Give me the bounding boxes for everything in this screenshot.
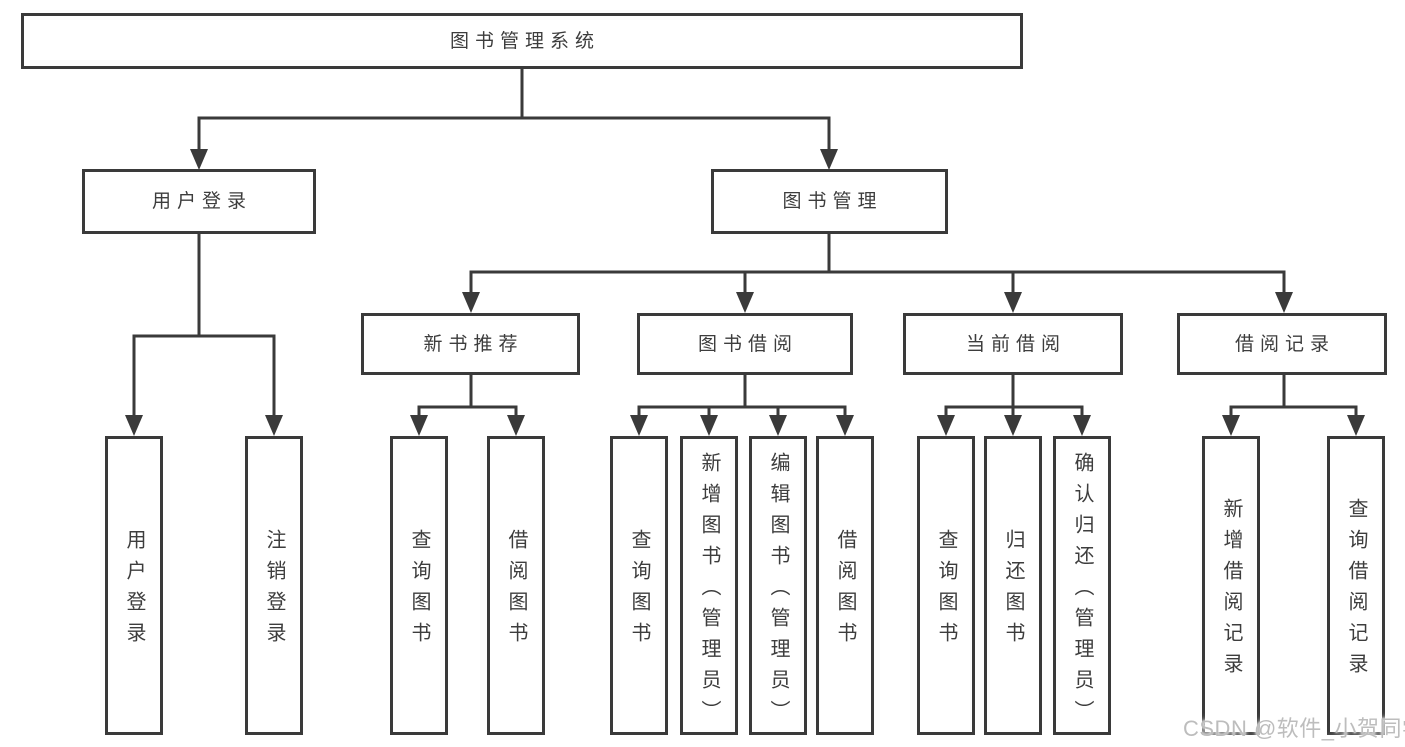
arrowhead-icons: [125, 149, 1365, 436]
node-label: 注销登录: [263, 529, 285, 653]
leaf-add-borrow-record: 新增借阅记录: [1202, 436, 1260, 735]
node-label: 查询图书: [628, 529, 650, 653]
leaf-add-book-admin: 新增图书（管理员）: [680, 436, 738, 735]
leaf-query-books-recommend: 查询图书: [390, 436, 448, 735]
leaf-borrow-books: 借阅图书: [816, 436, 874, 735]
node-label: 新增图书（管理员）: [698, 451, 720, 731]
node-label: 图书借阅: [697, 333, 798, 355]
leaf-confirm-return-admin: 确认归还（管理员）: [1053, 436, 1111, 735]
node-label: 当前借阅: [965, 333, 1066, 355]
node-label: 查询图书: [935, 529, 957, 653]
leaf-query-borrow-record: 查询借阅记录: [1327, 436, 1385, 735]
node-current-borrowing: 当前借阅: [903, 313, 1123, 375]
node-book-borrowing: 图书借阅: [637, 313, 853, 375]
node-label: 新增借阅记录: [1220, 498, 1242, 684]
node-label: 用户登录: [123, 529, 145, 653]
leaf-query-books-current: 查询图书: [917, 436, 975, 735]
connector-wire-group: [132, 69, 1358, 416]
node-user-login: 用户登录: [82, 169, 316, 234]
node-borrowing-records: 借阅记录: [1177, 313, 1387, 375]
leaf-borrow-books-recommend: 借阅图书: [487, 436, 545, 735]
node-label: 查询图书: [408, 529, 430, 653]
node-label: 借阅图书: [505, 529, 527, 653]
leaf-edit-book-admin: 编辑图书（管理员）: [749, 436, 807, 735]
node-label: 确认归还（管理员）: [1071, 451, 1093, 731]
leaf-logout: 注销登录: [245, 436, 303, 735]
node-label: 归还图书: [1002, 529, 1024, 653]
node-new-book-recommendation: 新书推荐: [361, 313, 580, 375]
node-label: 借阅记录: [1234, 333, 1335, 355]
node-label: 新书推荐: [423, 333, 524, 355]
node-label: 查询借阅记录: [1345, 498, 1367, 684]
csdn-watermark: CSDN @软件_小贺同学: [1183, 716, 1405, 741]
node-label: 图书管理系统: [449, 30, 600, 52]
node-label: 编辑图书（管理员）: [767, 451, 789, 731]
node-root-system: 图书管理系统: [21, 13, 1023, 69]
leaf-return-book: 归还图书: [984, 436, 1042, 735]
node-label: 图书管理: [782, 191, 883, 212]
node-book-management: 图书管理: [711, 169, 948, 234]
node-label: 用户登录: [151, 191, 252, 212]
leaf-user-login: 用户登录: [105, 436, 163, 735]
node-label: 借阅图书: [834, 529, 856, 653]
leaf-query-books-borrow: 查询图书: [610, 436, 668, 735]
